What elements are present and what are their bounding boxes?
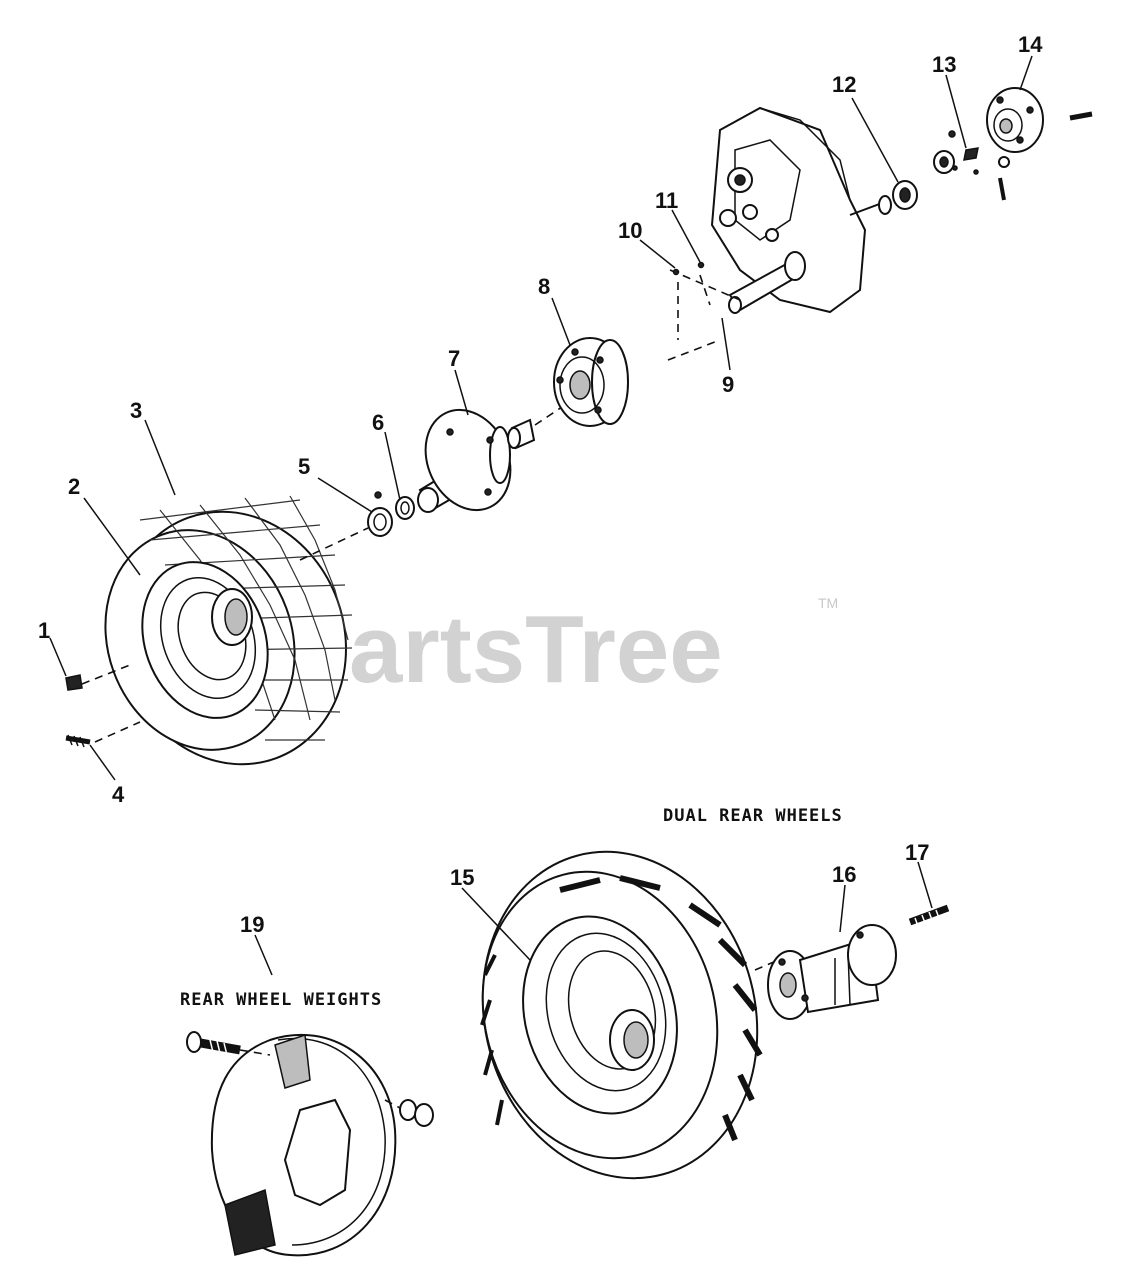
watermark-tm: TM — [818, 595, 838, 611]
callout-2: 2 — [68, 474, 80, 499]
callout-1: 1 — [38, 618, 50, 643]
spacer-hub-part-16 — [767, 924, 897, 1020]
callout-16: 16 — [832, 862, 856, 887]
screw-part-4 — [65, 734, 91, 748]
sleeve — [507, 418, 536, 450]
bearing-part-5 — [367, 491, 393, 537]
callout-11: 11 — [655, 188, 678, 213]
bushing-part-6 — [395, 496, 415, 520]
axle-hub-part-7 — [417, 408, 512, 513]
callout-10: 10 — [618, 218, 642, 243]
callout-6: 6 — [372, 410, 384, 435]
flange-part-14 — [986, 87, 1093, 201]
callout-3: 3 — [130, 398, 142, 423]
callout-14: 14 — [1018, 32, 1043, 57]
seal-part-12 — [892, 180, 918, 210]
callout-17: 17 — [905, 840, 929, 865]
callout-leaders — [49, 55, 1033, 976]
callout-15: 15 — [450, 865, 474, 890]
callout-13: 13 — [932, 52, 956, 77]
bolt-part-1 — [65, 674, 83, 691]
key-part-13 — [933, 130, 979, 175]
callout-12: 12 — [832, 72, 856, 97]
callout-8: 8 — [538, 274, 550, 299]
callout-5: 5 — [298, 454, 310, 479]
callout-7: 7 — [448, 346, 460, 371]
bolt-part-17 — [908, 904, 950, 927]
callout-9: 9 — [722, 372, 734, 397]
rear-tractor-tire-part-15 — [480, 850, 763, 1180]
callout-4: 4 — [112, 782, 125, 807]
wheel-weight-part-19 — [186, 1031, 434, 1257]
callout-19: 19 — [240, 912, 264, 937]
caption-dual-rear-wheels: DUAL REAR WHEELS — [663, 806, 843, 826]
front-wheel-tire — [104, 495, 353, 766]
watermark-text: PartsTree — [285, 596, 723, 703]
hub-part-8 — [553, 337, 629, 427]
pin-part-11 — [697, 261, 705, 269]
pin-part-10 — [672, 268, 680, 276]
transmission-housing — [710, 106, 892, 314]
caption-rear-wheel-weights: REAR WHEEL WEIGHTS — [180, 990, 382, 1010]
